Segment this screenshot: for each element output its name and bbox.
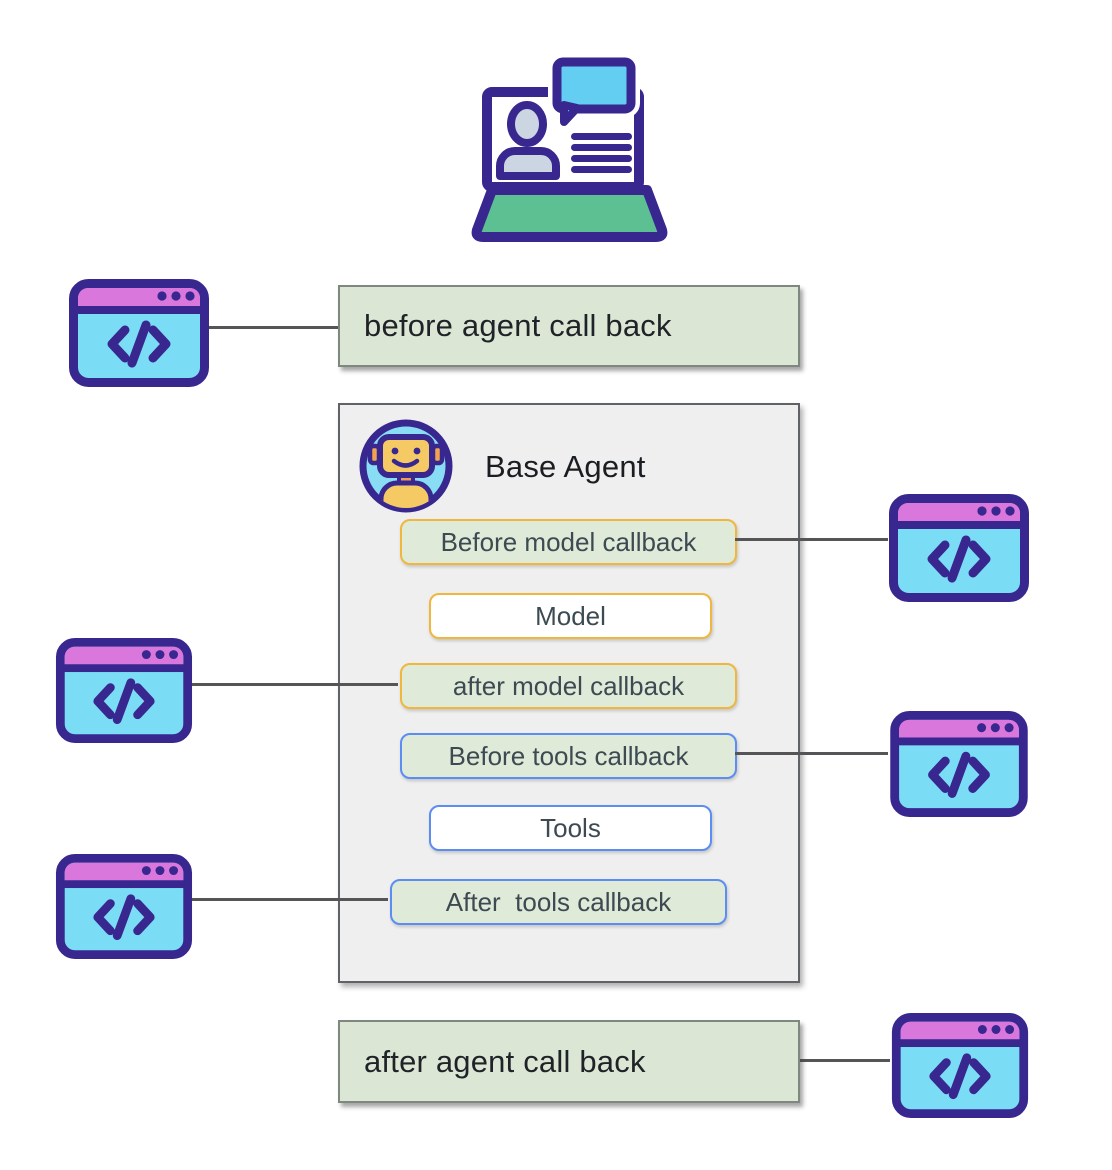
after-tools-callback-pill: After tools callback <box>390 879 727 925</box>
code-browser-icon-before-agent <box>68 278 210 388</box>
base-agent-title: Base Agent <box>485 449 646 484</box>
after-agent-callback-label: after agent call back <box>364 1043 646 1079</box>
code-browser-icon-after-model <box>55 637 193 744</box>
tools-label: Tools <box>540 812 601 843</box>
before-agent-callback-box: before agent call back <box>338 285 800 367</box>
tools-pill: Tools <box>429 805 712 851</box>
connector-after-agent <box>795 1059 890 1062</box>
after-model-callback-label: after model callback <box>452 670 685 701</box>
before-model-callback-pill: Before model callback <box>400 519 737 565</box>
after-agent-callback-box: after agent call back <box>338 1020 800 1103</box>
after-model-callback-pill: after model callback <box>400 663 737 709</box>
connector-before-model <box>735 538 888 541</box>
before-model-callback-label: Before model callback <box>440 526 697 557</box>
before-agent-callback-label: before agent call back <box>364 308 672 343</box>
model-label: Model <box>535 600 606 631</box>
laptop-user-chat-icon <box>462 50 677 250</box>
before-tools-callback-label: Before tools callback <box>448 740 689 771</box>
before-tools-callback-pill: Before tools callback <box>400 733 737 779</box>
connector-before-tools <box>735 752 888 755</box>
after-tools-callback-label: After tools callback <box>445 886 672 917</box>
robot-agent-icon <box>359 419 453 513</box>
connector-after-tools <box>192 898 388 901</box>
code-browser-icon-before-tools <box>888 710 1030 818</box>
connector-before-agent <box>208 326 338 329</box>
connector-after-model <box>192 683 398 686</box>
code-browser-icon-after-agent <box>890 1012 1030 1119</box>
code-browser-icon-before-model <box>888 493 1030 603</box>
model-pill: Model <box>429 593 712 639</box>
base-agent-container: Base Agent Before model callback Model a… <box>338 403 800 983</box>
code-browser-icon-after-tools <box>55 853 193 960</box>
